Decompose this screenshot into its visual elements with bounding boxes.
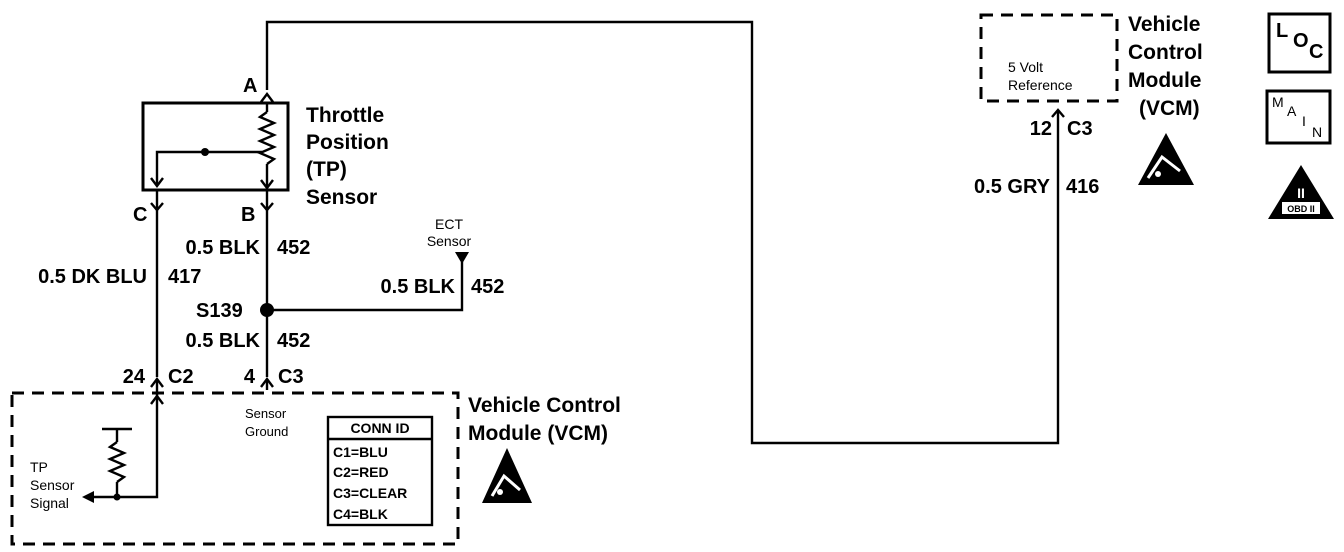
- vcm-top-title-line-4: (VCM): [1139, 97, 1200, 120]
- ect-sensor-arrow-icon[interactable]: [455, 252, 469, 264]
- conn-id-table: [326, 415, 434, 527]
- wire-labels: 0.5 DK BLU 417 0.5 BLK 452 0.5 BLK 452 0…: [38, 176, 1099, 352]
- tp-title-line-3: (TP): [306, 158, 347, 181]
- svg-text:OBD II: OBD II: [1287, 204, 1315, 214]
- tp-signal-arrow-icon: [82, 491, 94, 503]
- svg-text:I: I: [1302, 113, 1306, 129]
- tp-pin-c-label: C: [133, 204, 147, 226]
- svg-text:M: M: [1272, 94, 1284, 110]
- svg-text:II: II: [1297, 185, 1305, 201]
- wire-452-ect-color: 0.5 BLK: [381, 276, 456, 298]
- tp-sensor: A B C Throttle Position (TP) Sensor: [133, 75, 389, 226]
- vcm-c2-connector: [150, 377, 164, 388]
- wire-417-color: 0.5 DK BLU: [38, 266, 147, 288]
- conn-id-row-1: C1=BLU: [333, 444, 388, 460]
- wire-416-circuit: 416: [1066, 176, 1099, 198]
- svg-text:L: L: [1276, 20, 1288, 42]
- ect-label-line-1: ECT: [435, 216, 463, 232]
- esd-warning-icon: [482, 448, 532, 503]
- svg-text:C: C: [1309, 41, 1323, 63]
- vcm-top-title-line-2: Control: [1128, 41, 1203, 64]
- vcm-pin-4: 4: [244, 366, 256, 388]
- vcm-conn-c2: C2: [168, 366, 194, 388]
- wire-452-ect[interactable]: [267, 262, 464, 312]
- wire-452-mid-circuit: 452: [277, 330, 310, 352]
- vcm-top-pin-12: 12: [1030, 118, 1052, 140]
- splice-dot[interactable]: [260, 303, 274, 317]
- tp-pin-a-label: A: [243, 75, 257, 97]
- wire-416-color: 0.5 GRY: [974, 176, 1051, 198]
- wires: [90, 20, 1060, 499]
- svg-text:O: O: [1293, 30, 1309, 52]
- ref-line-2: Reference: [1008, 77, 1073, 93]
- tp-signal-line-2: Sensor: [30, 477, 75, 493]
- tp-pin-b-connector: [260, 202, 274, 212]
- vcm-top-box[interactable]: [979, 13, 1119, 103]
- sensor-ground-line-2: Ground: [245, 424, 288, 439]
- vcm-bottom: 24 C2 4 C3 Sensor Ground TP Sensor Signa…: [10, 366, 621, 546]
- vcm-bottom-box[interactable]: [10, 391, 460, 546]
- wire-452-top-circuit: 452: [277, 237, 310, 259]
- tp-sensor-box[interactable]: [141, 101, 290, 192]
- vcm-bottom-title-line-2: Module (VCM): [468, 422, 608, 445]
- tp-title-line-4: Sensor: [306, 186, 377, 209]
- tp-title-line-2: Position: [306, 131, 389, 154]
- vcm-top-title-line-1: Vehicle: [1128, 13, 1200, 36]
- main-icon[interactable]: M A I N: [1265, 89, 1332, 145]
- vcm-top-c3-connector: [1051, 108, 1065, 118]
- vcm-bottom-title-line-1: Vehicle Control: [468, 394, 621, 417]
- svg-text:N: N: [1312, 124, 1322, 140]
- tp-pin-c-connector: [150, 202, 164, 212]
- ref-line-1: 5 Volt: [1008, 59, 1043, 75]
- vcm-c3-connector: [260, 377, 274, 388]
- loc-icon[interactable]: L O C: [1267, 12, 1332, 74]
- vcm-internal-signal: [90, 398, 159, 499]
- tp-pin-a-connector: [260, 92, 274, 103]
- esd-warning-icon-top: [1138, 133, 1194, 185]
- conn-id-row-4: C4=BLK: [333, 506, 388, 522]
- tp-resistor-icon: [256, 111, 278, 165]
- ect-sensor: ECT Sensor: [427, 216, 472, 264]
- conn-id-row-3: C3=CLEAR: [333, 485, 407, 501]
- tp-pin-b-label: B: [241, 204, 255, 226]
- wire-452-top-color: 0.5 BLK: [186, 237, 261, 259]
- splice-label: S139: [196, 300, 243, 322]
- vcm-pin-24: 24: [123, 366, 146, 388]
- wire-452-ect-circuit: 452: [471, 276, 504, 298]
- vcm-top-title-line-3: Module: [1128, 69, 1202, 92]
- obd-ii-icon[interactable]: II OBD II: [1268, 165, 1334, 219]
- vcm-internal-resistor-icon: [106, 441, 128, 483]
- tp-signal-line-1: TP: [30, 459, 48, 475]
- vcm-top-conn-c3: C3: [1067, 118, 1093, 140]
- conn-id-row-2: C2=RED: [333, 464, 389, 480]
- tp-signal-line-3: Signal: [30, 495, 69, 511]
- legend-icons: L O C M A I N II OBD II: [1265, 12, 1334, 219]
- sensor-ground-line-1: Sensor: [245, 406, 287, 421]
- wire-416[interactable]: [265, 20, 1060, 445]
- conn-id-header: CONN ID: [350, 420, 409, 436]
- splice-s139: S139: [196, 300, 274, 322]
- ect-label-line-2: Sensor: [427, 233, 472, 249]
- svg-text:A: A: [1287, 103, 1297, 119]
- vcm-conn-c3: C3: [278, 366, 304, 388]
- tp-title-line-1: Throttle: [306, 104, 384, 127]
- wire-417-circuit: 417: [168, 266, 201, 288]
- vcm-top: 5 Volt Reference 12 C3 Vehicle Control M…: [979, 13, 1203, 185]
- wire-452-mid-color: 0.5 BLK: [186, 330, 261, 352]
